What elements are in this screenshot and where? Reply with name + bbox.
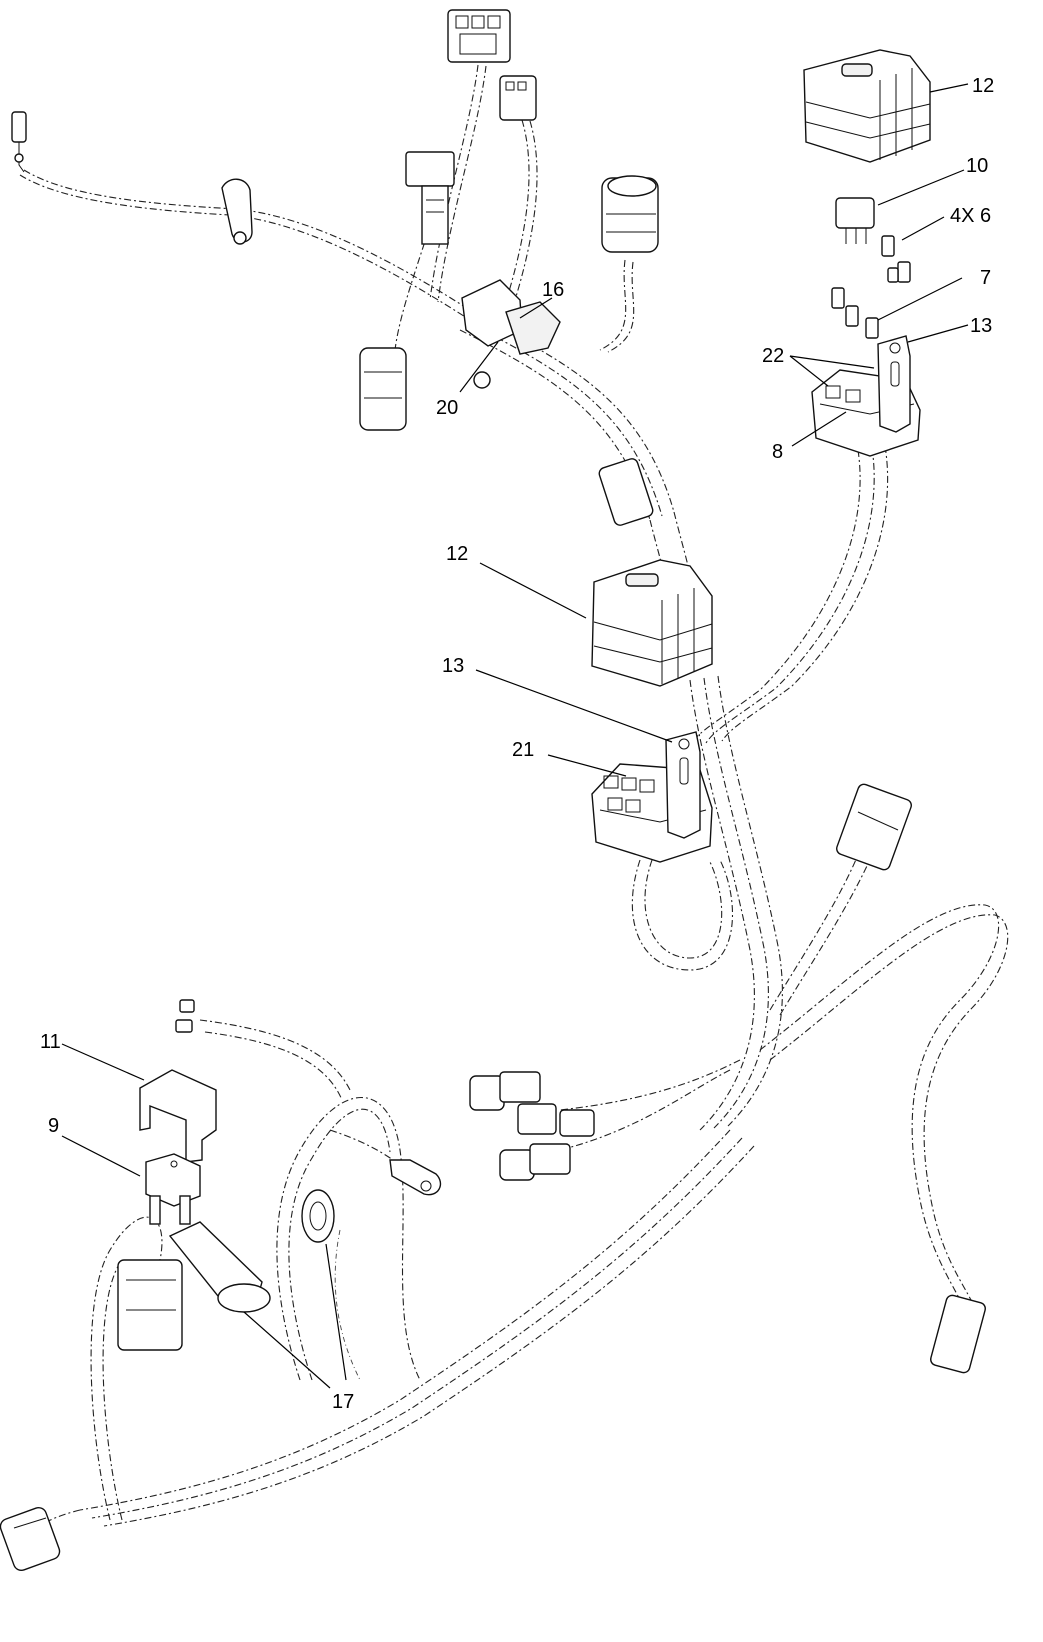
callout-10: 10 xyxy=(966,155,988,177)
leader-13-top xyxy=(907,324,969,343)
callout-16: 16 xyxy=(542,279,564,301)
relay-connector-small xyxy=(405,151,455,245)
leader-8 xyxy=(791,411,847,447)
leader-7 xyxy=(877,277,963,321)
right-connector xyxy=(836,783,912,871)
terminal-boot-17 xyxy=(168,1189,335,1313)
sensor-lead-connector xyxy=(11,111,27,173)
leader-17-a xyxy=(243,1311,331,1389)
fuse-holder xyxy=(117,1259,183,1351)
leader-10 xyxy=(877,169,965,206)
callout-7: 7 xyxy=(980,267,991,289)
leader-lines xyxy=(61,83,969,1389)
leader-16 xyxy=(519,297,553,319)
mounting-bracket-mid xyxy=(665,731,701,839)
inline-connector-trunk xyxy=(598,458,654,526)
callout-labels: 12 10 4X 6 7 13 22 8 16 20 12 13 21 11 9… xyxy=(40,75,994,1413)
relay-10 xyxy=(835,197,875,244)
far-right-connector xyxy=(930,1294,986,1374)
mini-fuses-6 xyxy=(881,235,911,283)
leader-9 xyxy=(61,1135,141,1177)
fuse-block-cover-top xyxy=(803,49,931,163)
round-connector-top xyxy=(601,175,659,253)
leader-4x6 xyxy=(901,216,945,241)
multi-connector-cluster xyxy=(469,1071,595,1181)
mounting-bracket-top xyxy=(877,335,911,433)
callout-12-mid: 12 xyxy=(446,543,468,565)
components xyxy=(0,9,986,1572)
bottom-left-connector xyxy=(0,1506,61,1572)
top-connector-b xyxy=(499,75,537,121)
callout-12-top: 12 xyxy=(972,75,994,97)
leader-17-b xyxy=(325,1243,347,1381)
top-connector-a xyxy=(447,9,511,63)
leader-11 xyxy=(61,1043,145,1081)
leader-22-a xyxy=(789,355,829,387)
callout-20: 20 xyxy=(436,397,458,419)
leader-13-mid xyxy=(475,669,673,743)
leader-21 xyxy=(547,754,627,777)
callout-21: 21 xyxy=(512,739,534,761)
maxi-fuse-9 xyxy=(145,1153,201,1225)
splice-junction-16-20 xyxy=(461,279,561,389)
callout-4x6: 4X 6 xyxy=(950,205,991,227)
callout-11: 11 xyxy=(40,1031,61,1053)
mini-fuses-7 xyxy=(831,287,879,339)
leader-22-b xyxy=(789,355,875,369)
leader-12-mid xyxy=(479,562,587,619)
harness-wires xyxy=(19,64,1009,1527)
leader-12-top xyxy=(929,83,969,93)
small-lead-terminals xyxy=(175,999,195,1033)
harness-clip xyxy=(221,178,253,245)
ring-terminal xyxy=(389,1159,442,1196)
fuse-block-cover-mid xyxy=(591,559,713,687)
fuse-holder-cover-11 xyxy=(139,1069,217,1163)
callout-17: 17 xyxy=(332,1391,354,1413)
leader-20 xyxy=(459,341,499,393)
callout-8: 8 xyxy=(772,441,783,463)
round-connector-left xyxy=(359,347,407,431)
callout-9: 9 xyxy=(48,1115,59,1137)
callout-22: 22 xyxy=(762,345,784,367)
callout-13-mid: 13 xyxy=(442,655,464,677)
callout-13-top: 13 xyxy=(970,315,992,337)
